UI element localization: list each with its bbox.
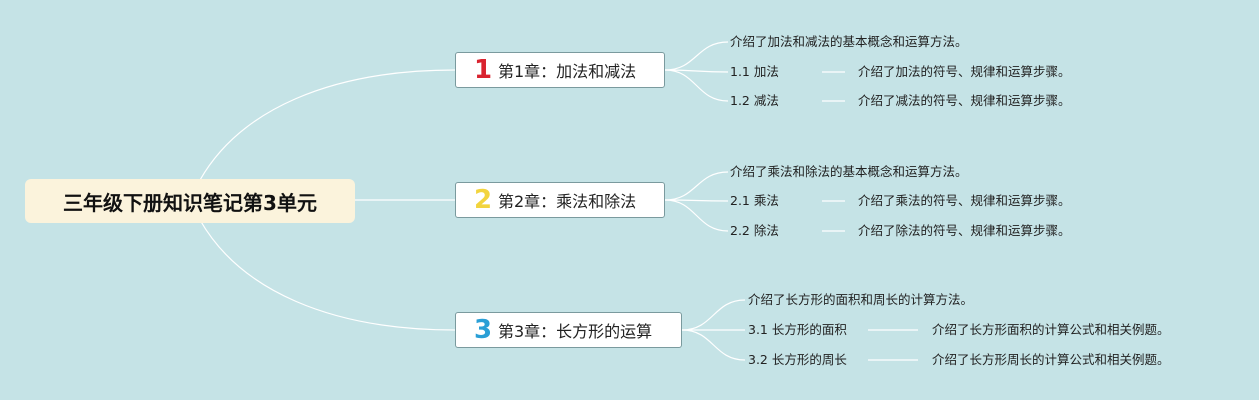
section-2-2-label: 2.2 除法 bbox=[730, 223, 779, 238]
chapter-3-title: 第3章：长方形的运算 bbox=[498, 322, 653, 341]
section-2-1-label: 2.1 乘法 bbox=[730, 193, 779, 208]
chapter-3-summary: 介绍了长方形的面积和周长的计算方法。 bbox=[748, 292, 974, 307]
chapter-3-node[interactable]: 3 第3章：长方形的运算 bbox=[455, 312, 682, 348]
connector-chapter-3-branch-2 bbox=[681, 329, 746, 361]
connector-central-chapter-1 bbox=[199, 69, 456, 181]
connector-central-chapter-3 bbox=[199, 219, 456, 331]
connector-chapter-2-branch-0 bbox=[664, 171, 729, 201]
central-topic-title: 三年级下册知识笔记第3单元 bbox=[63, 190, 317, 215]
connector-chapter-1-branch-1 bbox=[664, 69, 729, 73]
connector-chapter-3-branch-0 bbox=[681, 299, 746, 331]
connector-chapter-2-branch-2 bbox=[664, 199, 729, 232]
section-3-1-description: 介绍了长方形面积的计算公式和相关例题。 bbox=[932, 322, 1170, 337]
number-2-icon: 2 bbox=[474, 185, 493, 215]
section-1-2-label: 1.2 减法 bbox=[730, 93, 779, 108]
chapter-1-node[interactable]: 1 第1章：加法和减法 bbox=[455, 52, 665, 88]
chapter-1-title: 第1章：加法和减法 bbox=[498, 62, 637, 81]
number-3-icon: 3 bbox=[474, 315, 493, 345]
central-topic[interactable]: 三年级下册知识笔记第3单元 bbox=[25, 179, 355, 223]
connector-chapter-1-branch-0 bbox=[664, 41, 729, 71]
section-3-2-description: 介绍了长方形周长的计算公式和相关例题。 bbox=[932, 352, 1170, 367]
chapter-2-node[interactable]: 2 第2章：乘法和除法 bbox=[455, 182, 665, 218]
chapter-2-summary: 介绍了乘法和除法的基本概念和运算方法。 bbox=[730, 164, 968, 179]
section-3-2-label: 3.2 长方形的周长 bbox=[748, 352, 847, 367]
chapter-2-title: 第2章：乘法和除法 bbox=[498, 192, 637, 211]
section-1-1-description: 介绍了加法的符号、规律和运算步骤。 bbox=[858, 64, 1071, 79]
section-1-1-label: 1.1 加法 bbox=[730, 64, 779, 79]
connector-chapter-1-branch-2 bbox=[664, 69, 729, 102]
chapter-1-summary: 介绍了加法和减法的基本概念和运算方法。 bbox=[730, 34, 968, 49]
number-1-icon: 1 bbox=[474, 55, 493, 85]
section-3-1-label: 3.1 长方形的面积 bbox=[748, 322, 847, 337]
section-1-2-description: 介绍了减法的符号、规律和运算步骤。 bbox=[858, 93, 1071, 108]
section-2-2-description: 介绍了除法的符号、规律和运算步骤。 bbox=[858, 223, 1071, 238]
section-2-1-description: 介绍了乘法的符号、规律和运算步骤。 bbox=[858, 193, 1071, 208]
